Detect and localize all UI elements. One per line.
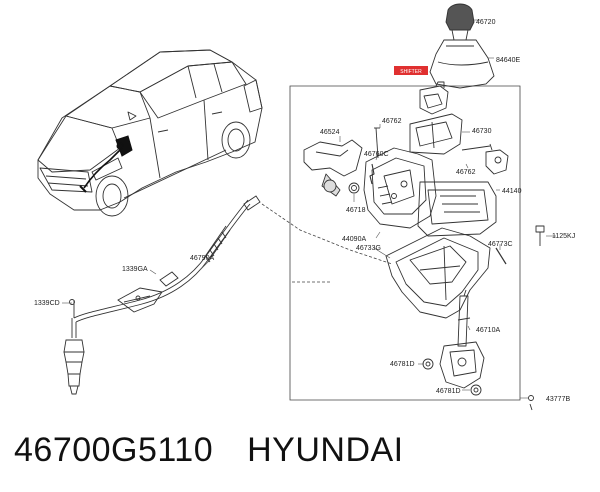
label-84640E: 84640E <box>496 57 520 64</box>
assembly-box <box>261 85 521 401</box>
part-number: 46700G5110 <box>14 430 214 469</box>
label-46762-top: 46762 <box>382 118 402 125</box>
label-46710A: 46710A <box>476 327 500 334</box>
parts-diagram: SHIFTER 46720 84640E 46762 46524 46730 4… <box>34 3 575 411</box>
car-shifter-highlight <box>79 135 133 193</box>
shifter-mechanism <box>303 81 545 411</box>
label-46781D-bottom: 46781D <box>436 388 461 395</box>
footer-caption: 46700G5110 HYUNDAI <box>14 424 594 476</box>
car-illustration <box>37 49 263 217</box>
label-46781D-left: 46781D <box>390 361 415 368</box>
label-46720: 46720 <box>476 19 496 26</box>
part-labels: 46720 84640E 46762 46524 46730 46760C 46… <box>34 19 575 403</box>
label-46760C: 46760C <box>364 151 389 158</box>
label-46524: 46524 <box>320 129 340 136</box>
label-1339GA: 1339GA <box>122 266 148 273</box>
shift-knob-and-boot <box>429 3 495 89</box>
label-43777B: 43777B <box>546 396 570 403</box>
leader-lines <box>62 19 556 399</box>
label-1125KJ: 1125KJ <box>552 233 575 240</box>
label-44140: 44140 <box>502 188 522 195</box>
brand-name: HYUNDAI <box>247 430 404 469</box>
shifter-badge-text: SHIFTER <box>400 69 422 75</box>
label-46773C: 46773C <box>488 241 513 248</box>
label-44090A: 44090A <box>342 236 366 243</box>
label-46762-mid: 46762 <box>456 169 476 176</box>
label-46730: 46730 <box>472 128 492 135</box>
label-46718: 46718 <box>346 207 366 214</box>
shifter-badge: SHIFTER <box>394 66 428 75</box>
shift-cable <box>63 195 261 395</box>
label-1339CD: 1339CD <box>34 300 60 307</box>
label-46790A: 46790A <box>190 255 214 262</box>
label-46733G: 46733G <box>356 245 381 252</box>
